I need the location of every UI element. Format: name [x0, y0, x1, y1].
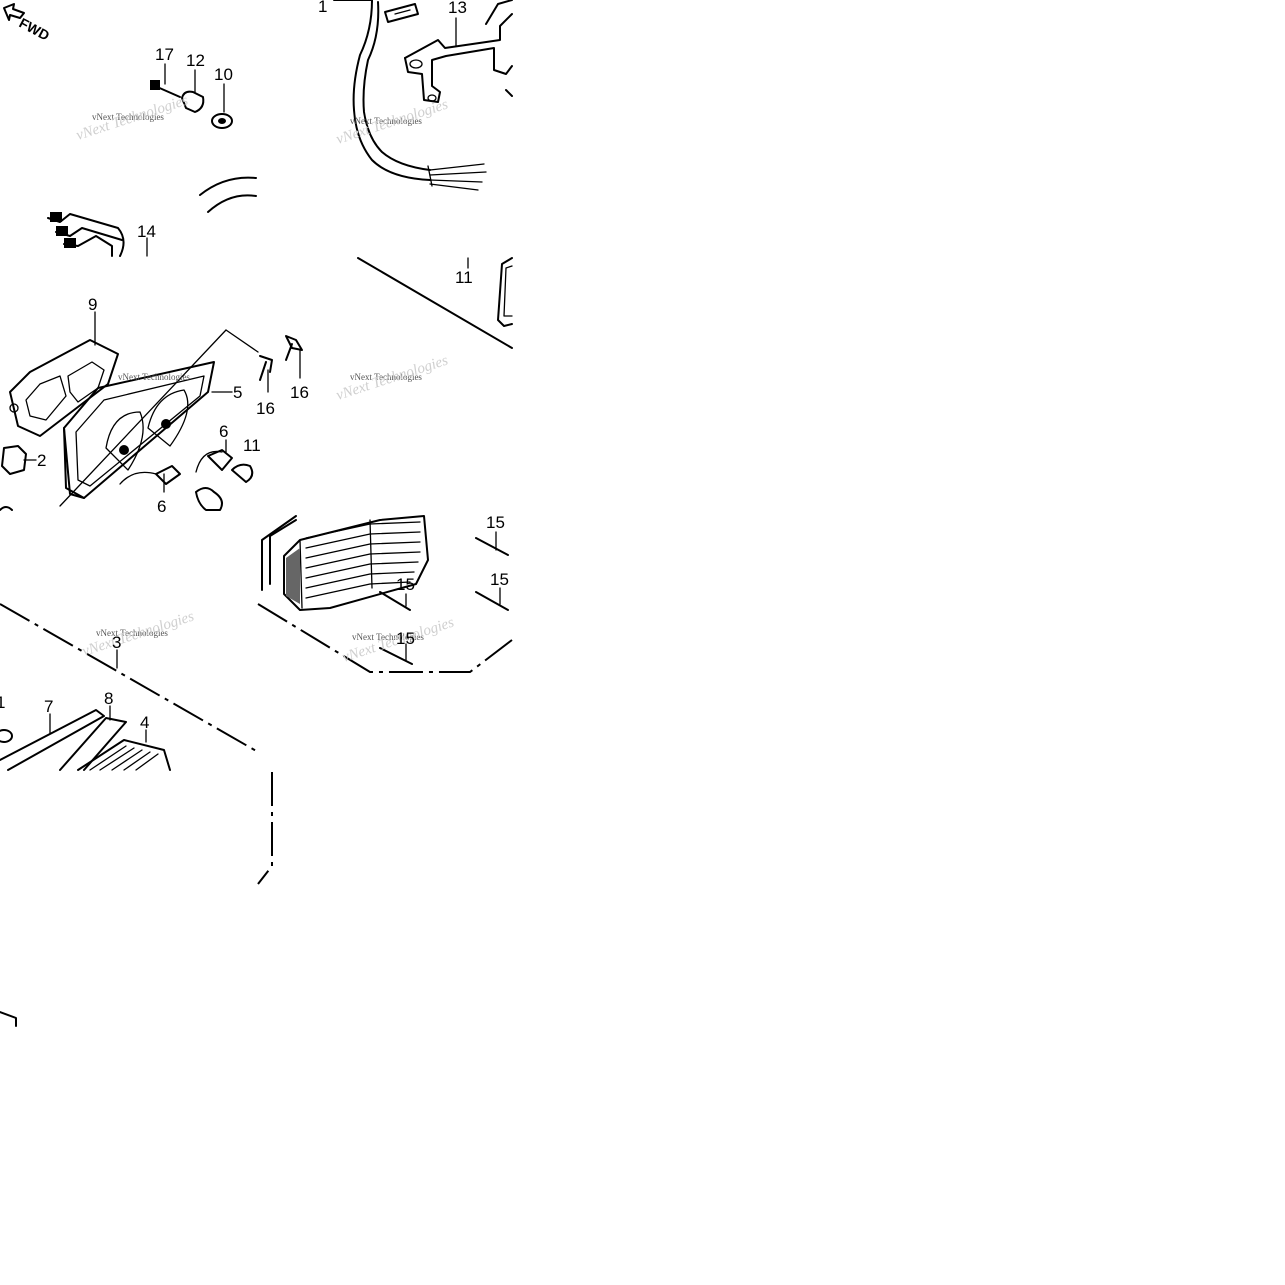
watermark-text-3: vNext Technologies	[118, 372, 190, 382]
callout-12: 12	[186, 51, 205, 70]
watermark-text-2: vNext Technologies	[350, 116, 422, 126]
gasket-9-icon	[9, 311, 119, 437]
wire-harness-icon	[47, 176, 257, 257]
watermark-text: vNext Technologies	[92, 112, 164, 122]
socket-2-icon	[0, 445, 37, 511]
tile-bottom	[0, 772, 273, 1027]
callout-11: 11	[455, 268, 473, 287]
grommet-1-icon	[0, 729, 13, 743]
tile-lower-left: vNext Technologies vNext Technologies 3 …	[0, 603, 259, 771]
lens-block-icon	[261, 515, 429, 611]
bulb-socket-6-icon	[119, 439, 254, 511]
callout-14: 14	[137, 222, 156, 241]
callout-10: 10	[214, 65, 233, 84]
callout-11-side: 11	[243, 436, 261, 455]
watermark-text-6: vNext Technologies	[96, 628, 168, 638]
callout-1-top: 1	[318, 0, 327, 16]
bracket-13-icon	[384, 0, 513, 103]
callout-15-a: 15	[486, 513, 505, 532]
callout-5: 5	[233, 383, 242, 402]
callout-4: 4	[140, 713, 149, 732]
callout-6-upper: 6	[219, 422, 228, 441]
bolt-16-right-icon	[285, 335, 303, 379]
callout-7: 7	[44, 697, 53, 716]
callout-13: 13	[448, 0, 467, 17]
callout-16-right: 16	[290, 383, 309, 402]
callout-3: 3	[112, 633, 121, 652]
tile-middle-left: vNext Technologies 9 5 2 6 6 11 16	[0, 295, 275, 516]
callout-9: 9	[88, 295, 97, 314]
harness-cable-icon	[352, 0, 487, 191]
tile-top-middle: vNext Technologies vNext Technologies 1 …	[318, 0, 513, 191]
lens-gasket-7-icon	[0, 709, 105, 771]
callout-15-b: 15	[490, 570, 509, 589]
tile-top-left: FWD vNext Te	[3, 3, 257, 257]
callout-15-d: 15	[396, 629, 415, 648]
callout-15-c: 15	[396, 575, 415, 594]
gasket-11-icon	[467, 257, 513, 327]
fwd-arrow-icon: FWD	[3, 3, 53, 44]
washer-10-icon	[211, 83, 233, 129]
collar-12-icon	[181, 69, 205, 113]
fwd-label: FWD	[17, 15, 53, 44]
callout-8: 8	[104, 689, 113, 708]
bolt-17-icon	[150, 63, 181, 98]
callout-6-lower: 6	[157, 497, 166, 516]
watermark-text-4: vNext Technologies	[350, 372, 422, 382]
screw-15-icon	[379, 531, 509, 665]
callout-2: 2	[37, 451, 46, 470]
watermark-text-5: vNext Technologies	[352, 632, 424, 642]
reflector-8-icon	[59, 705, 127, 771]
tile-middle-middle: vNext Technologies vNext Technologies 16…	[285, 257, 513, 404]
callout-1-lower: 1	[0, 693, 5, 712]
taillight-housing-5-icon	[59, 329, 259, 507]
callout-16-left: 16	[256, 399, 275, 418]
tile-lower-middle: vNext Technologies vNext Technologies 15…	[257, 513, 513, 673]
callout-17: 17	[155, 45, 174, 64]
lens-4-icon	[77, 729, 171, 771]
bolt-16-icon	[259, 355, 273, 393]
